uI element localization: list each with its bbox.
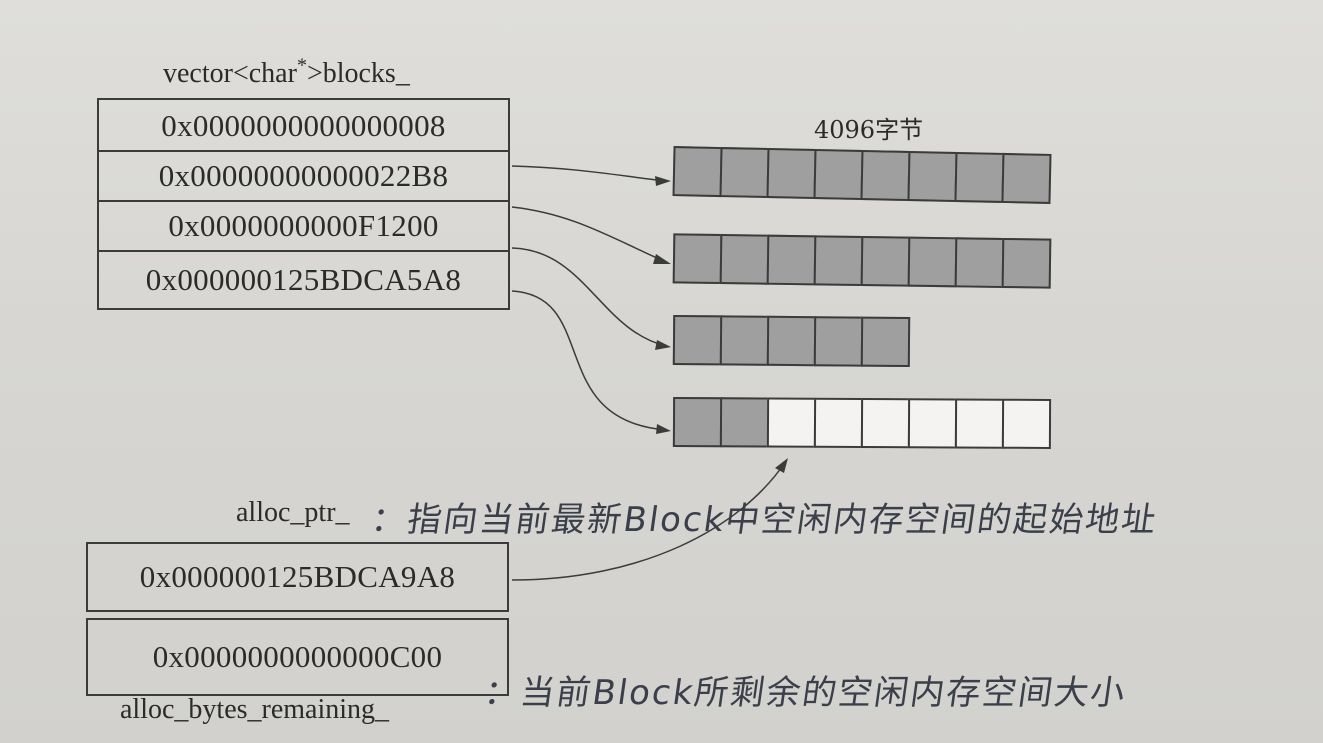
used-memory-cell xyxy=(672,314,723,366)
arrowhead xyxy=(656,424,671,434)
free-memory-cell xyxy=(1001,398,1052,449)
arrow-block-0 xyxy=(511,165,671,186)
used-memory-cell xyxy=(1001,237,1052,289)
used-memory-cell xyxy=(813,316,864,367)
arrow-block-1 xyxy=(511,206,671,264)
used-memory-cell xyxy=(719,147,770,199)
used-memory-cell xyxy=(719,234,770,285)
free-memory-cell xyxy=(766,397,817,448)
arrow-block-3 xyxy=(511,290,671,434)
arrowhead xyxy=(653,254,671,264)
used-memory-cell xyxy=(954,151,1005,203)
arrowhead xyxy=(775,458,788,473)
memory-block xyxy=(672,233,1052,289)
used-memory-cell xyxy=(860,235,911,287)
used-memory-cell xyxy=(766,315,817,367)
used-memory-cell xyxy=(813,149,864,201)
used-memory-cell xyxy=(813,235,864,287)
alloc-ptr-handwritten-note: ：指向当前最新Block中空闲内存空间的起始地址 xyxy=(368,500,1161,540)
alloc-ptr-value-box: 0x000000125BDCA9A8 xyxy=(86,542,509,612)
used-memory-cell xyxy=(672,397,723,448)
used-memory-cell xyxy=(954,237,1005,288)
arrow-line xyxy=(511,206,667,263)
alloc-bytes-remaining-handwritten-note: ：当前Block所剩余的空闲内存空间大小 xyxy=(481,673,1130,713)
arrow-block-2 xyxy=(511,247,671,350)
arrow-line xyxy=(511,247,667,347)
free-memory-cell xyxy=(954,398,1005,449)
memory-block xyxy=(672,314,911,368)
block-size-label: 4096字节 xyxy=(814,116,924,144)
free-memory-cell xyxy=(860,397,911,449)
used-memory-cell xyxy=(1001,152,1052,204)
alloc-bytes-remaining-label: alloc_bytes_remaining_ xyxy=(120,694,390,725)
arrow-line xyxy=(511,290,667,431)
free-memory-cell xyxy=(813,397,864,449)
used-memory-cell xyxy=(672,233,723,285)
free-memory-cell xyxy=(907,398,958,449)
used-memory-cell xyxy=(860,149,911,201)
memory-block xyxy=(672,146,1052,204)
used-memory-cell xyxy=(907,236,958,288)
alloc-ptr-label: alloc_ptr_ xyxy=(236,497,350,528)
used-memory-cell xyxy=(766,148,817,200)
alloc-bytes-remaining-value-box: 0x0000000000000C00 xyxy=(86,618,509,696)
block-address-row: 0x000000125BDCA5A8 xyxy=(99,250,508,308)
used-memory-cell xyxy=(766,234,817,286)
used-memory-cell xyxy=(672,146,723,198)
arrow-line xyxy=(511,165,667,182)
used-memory-cell xyxy=(719,315,770,366)
used-memory-cell xyxy=(719,397,770,448)
arrowhead xyxy=(655,176,671,186)
block-address-row: 0x0000000000F1200 xyxy=(99,200,508,250)
memory-block xyxy=(672,397,1052,449)
arrowhead xyxy=(655,340,671,350)
used-memory-cell xyxy=(860,316,911,368)
blocks-vector-table: 0x0000000000000008 0x00000000000022B8 0x… xyxy=(97,98,510,310)
blocks-vector-title: vector<char*>blocks_ xyxy=(163,54,410,89)
block-address-row: 0x00000000000022B8 xyxy=(99,150,508,200)
used-memory-cell xyxy=(907,150,958,202)
block-address-row: 0x0000000000000008 xyxy=(161,108,446,143)
